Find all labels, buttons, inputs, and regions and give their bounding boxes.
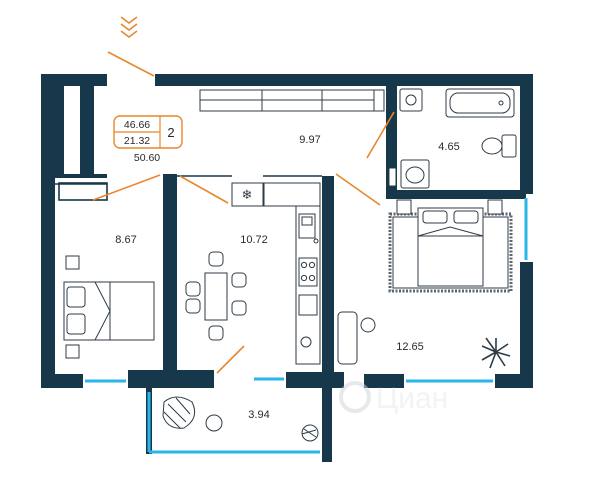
main-bedroom-area: 12.65 [396,341,424,353]
kitchen-area: 10.72 [240,234,268,246]
walls [41,74,533,462]
balcony-area: 3.94 [248,409,269,421]
area-summary: 46.66 21.32 2 50.60 [113,115,183,164]
watermark-text: Циан [376,382,448,415]
total-area-value: 46.66 [124,119,150,131]
plant-icon [481,337,511,369]
furniture [63,88,517,442]
windows [85,198,528,454]
area-with-balcony-value: 50.60 [134,152,160,164]
corridor-area: 9.97 [299,134,320,146]
bathroom-area: 4.65 [438,141,459,153]
entrance-arrow-icon [120,16,138,38]
living-area-value: 21.32 [124,135,150,147]
small-bedroom-area: 8.67 [115,234,136,246]
watermark: Циан [339,381,448,415]
hanging-chair [162,396,196,429]
entrance-door-swing [107,51,155,77]
thin-partitions [55,175,322,201]
door-swings [92,111,395,374]
snowflake-icon: ❄ [242,188,253,203]
rooms-count: 2 [167,125,174,140]
